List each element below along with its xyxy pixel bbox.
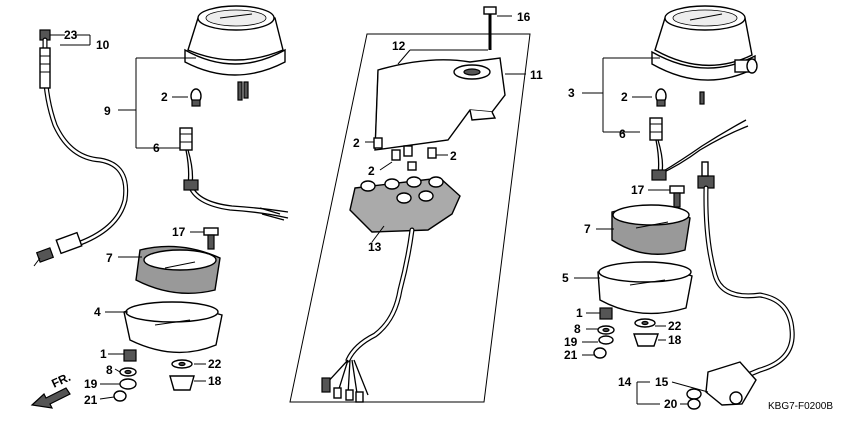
speedometer-cable-left	[33, 29, 129, 267]
callout-3: 3	[568, 86, 575, 100]
leader-lines-center	[365, 15, 526, 243]
case-right	[597, 261, 693, 315]
center-frame	[289, 33, 531, 403]
callout-22-right: 22	[668, 319, 682, 333]
leader-lines-right	[574, 57, 709, 405]
callout-8-left: 8	[106, 363, 113, 377]
callout-6-right: 6	[619, 127, 626, 141]
screw-center	[483, 6, 497, 50]
hardware-right	[593, 307, 659, 359]
callout-19-left: 19	[84, 377, 98, 391]
callout-18-right: 18	[668, 333, 682, 347]
gear-box	[686, 361, 757, 410]
callout-12: 12	[392, 39, 406, 53]
screw-right	[669, 185, 685, 208]
indicator-cover	[374, 57, 506, 151]
diagram-code: KBG7-F0200B	[768, 401, 833, 412]
hardware-left	[113, 349, 195, 402]
callout-2-center-b: 2	[368, 164, 375, 178]
callout-7-left: 7	[106, 251, 113, 265]
callout-19-right: 19	[564, 335, 578, 349]
callout-14: 14	[618, 375, 632, 389]
callout-5: 5	[562, 271, 569, 285]
callout-21-left: 21	[84, 393, 98, 407]
callout-15: 15	[655, 375, 669, 389]
callout-18-left: 18	[208, 374, 222, 388]
callout-21-right: 21	[564, 348, 578, 362]
indicator-socket-block	[349, 176, 461, 233]
callout-10: 10	[96, 38, 110, 52]
cushion-right	[611, 204, 691, 255]
callout-20: 20	[664, 397, 678, 411]
bulb-right	[655, 88, 667, 107]
speedometer-gauge-left	[184, 5, 286, 101]
callout-17-left: 17	[172, 225, 186, 239]
callout-11: 11	[530, 68, 543, 82]
callout-13: 13	[368, 240, 382, 254]
tachometer-gauge-right	[651, 5, 758, 105]
callout-1-right: 1	[576, 306, 583, 320]
socket-harness-right	[649, 117, 749, 181]
bulbs-center	[373, 137, 437, 171]
front-direction-arrow-icon	[30, 387, 71, 409]
callout-9: 9	[104, 104, 111, 118]
bulb-left	[190, 88, 202, 107]
callout-2-center-c: 2	[450, 149, 457, 163]
callout-7-right: 7	[584, 222, 591, 236]
callout-17-right: 17	[631, 183, 645, 197]
callout-8-right: 8	[574, 322, 581, 336]
callout-2-right: 2	[621, 90, 628, 104]
callout-6-left: 6	[153, 141, 160, 155]
callout-2-center-a: 2	[353, 136, 360, 150]
screw-left	[203, 227, 219, 250]
callout-23: 23	[64, 28, 78, 42]
callout-1-left: 1	[100, 347, 107, 361]
callout-2-left: 2	[161, 90, 168, 104]
indicator-harness	[321, 227, 415, 403]
leader-lines-left	[50, 34, 206, 400]
case-left	[123, 301, 223, 354]
front-mark: FR.	[49, 370, 72, 391]
callout-4: 4	[94, 305, 101, 319]
socket-harness-left	[179, 127, 289, 221]
callout-16: 16	[517, 10, 531, 24]
cushion-left	[135, 245, 221, 294]
callout-22-left: 22	[208, 357, 222, 371]
tachometer-cable-right	[697, 161, 795, 391]
